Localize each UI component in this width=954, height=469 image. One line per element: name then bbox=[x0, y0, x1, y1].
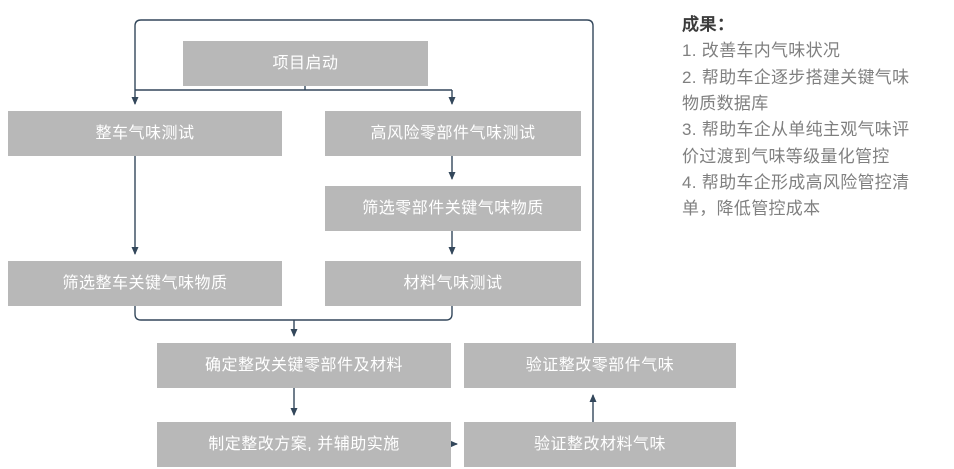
node-label: 验证整改材料气味 bbox=[533, 435, 666, 453]
results-line: 3. 帮助车企从单纯主观气味评 bbox=[682, 120, 910, 140]
node-high-risk-part-test[interactable]: 高风险零部件气味测试 bbox=[325, 111, 581, 156]
node-make-plan[interactable]: 制定整改方案, 并辅助实施 bbox=[157, 422, 451, 467]
node-label: 整车气味测试 bbox=[95, 124, 195, 142]
node-label: 筛选零部件关键气味物质 bbox=[362, 199, 544, 217]
results-title: 成果： bbox=[682, 15, 735, 34]
node-label: 高风险零部件气味测试 bbox=[370, 124, 536, 142]
results-line: 单，降低管控成本 bbox=[682, 199, 821, 219]
results-line: 1. 改善车内气味状况 bbox=[682, 41, 841, 61]
edge-merge-right bbox=[294, 306, 453, 321]
node-confirm-rectify[interactable]: 确定整改关键零部件及材料 bbox=[157, 343, 451, 388]
edge-merge-left bbox=[134, 306, 294, 321]
node-label: 制定整改方案, 并辅助实施 bbox=[208, 435, 400, 453]
results-line: 2. 帮助车企逐步搭建关键气味 bbox=[682, 67, 910, 87]
node-verify-material-odor[interactable]: 验证整改材料气味 bbox=[464, 422, 736, 467]
node-label: 验证整改零部件气味 bbox=[525, 356, 675, 374]
node-screen-vehicle-key[interactable]: 筛选整车关键气味物质 bbox=[8, 261, 282, 306]
node-vehicle-odor-test[interactable]: 整车气味测试 bbox=[8, 111, 282, 156]
node-project-start[interactable]: 项目启动 bbox=[183, 41, 428, 86]
node-label: 项目启动 bbox=[272, 54, 339, 72]
results-line: 4. 帮助车企形成高风险管控清 bbox=[682, 173, 910, 193]
results-panel: 成果： 1. 改善车内气味状况 2. 帮助车企逐步搭建关键气味 物质数据库 3.… bbox=[682, 12, 948, 223]
node-label: 确定整改关键零部件及材料 bbox=[204, 356, 403, 374]
node-label: 筛选整车关键气味物质 bbox=[62, 274, 228, 292]
node-screen-part-key[interactable]: 筛选零部件关键气味物质 bbox=[325, 186, 581, 231]
node-material-odor-test[interactable]: 材料气味测试 bbox=[325, 261, 581, 306]
results-line: 价过渡到气味等级量化管控 bbox=[682, 146, 890, 166]
node-verify-part-odor[interactable]: 验证整改零部件气味 bbox=[464, 343, 736, 388]
node-label: 材料气味测试 bbox=[403, 274, 503, 292]
results-line: 物质数据库 bbox=[682, 94, 769, 114]
